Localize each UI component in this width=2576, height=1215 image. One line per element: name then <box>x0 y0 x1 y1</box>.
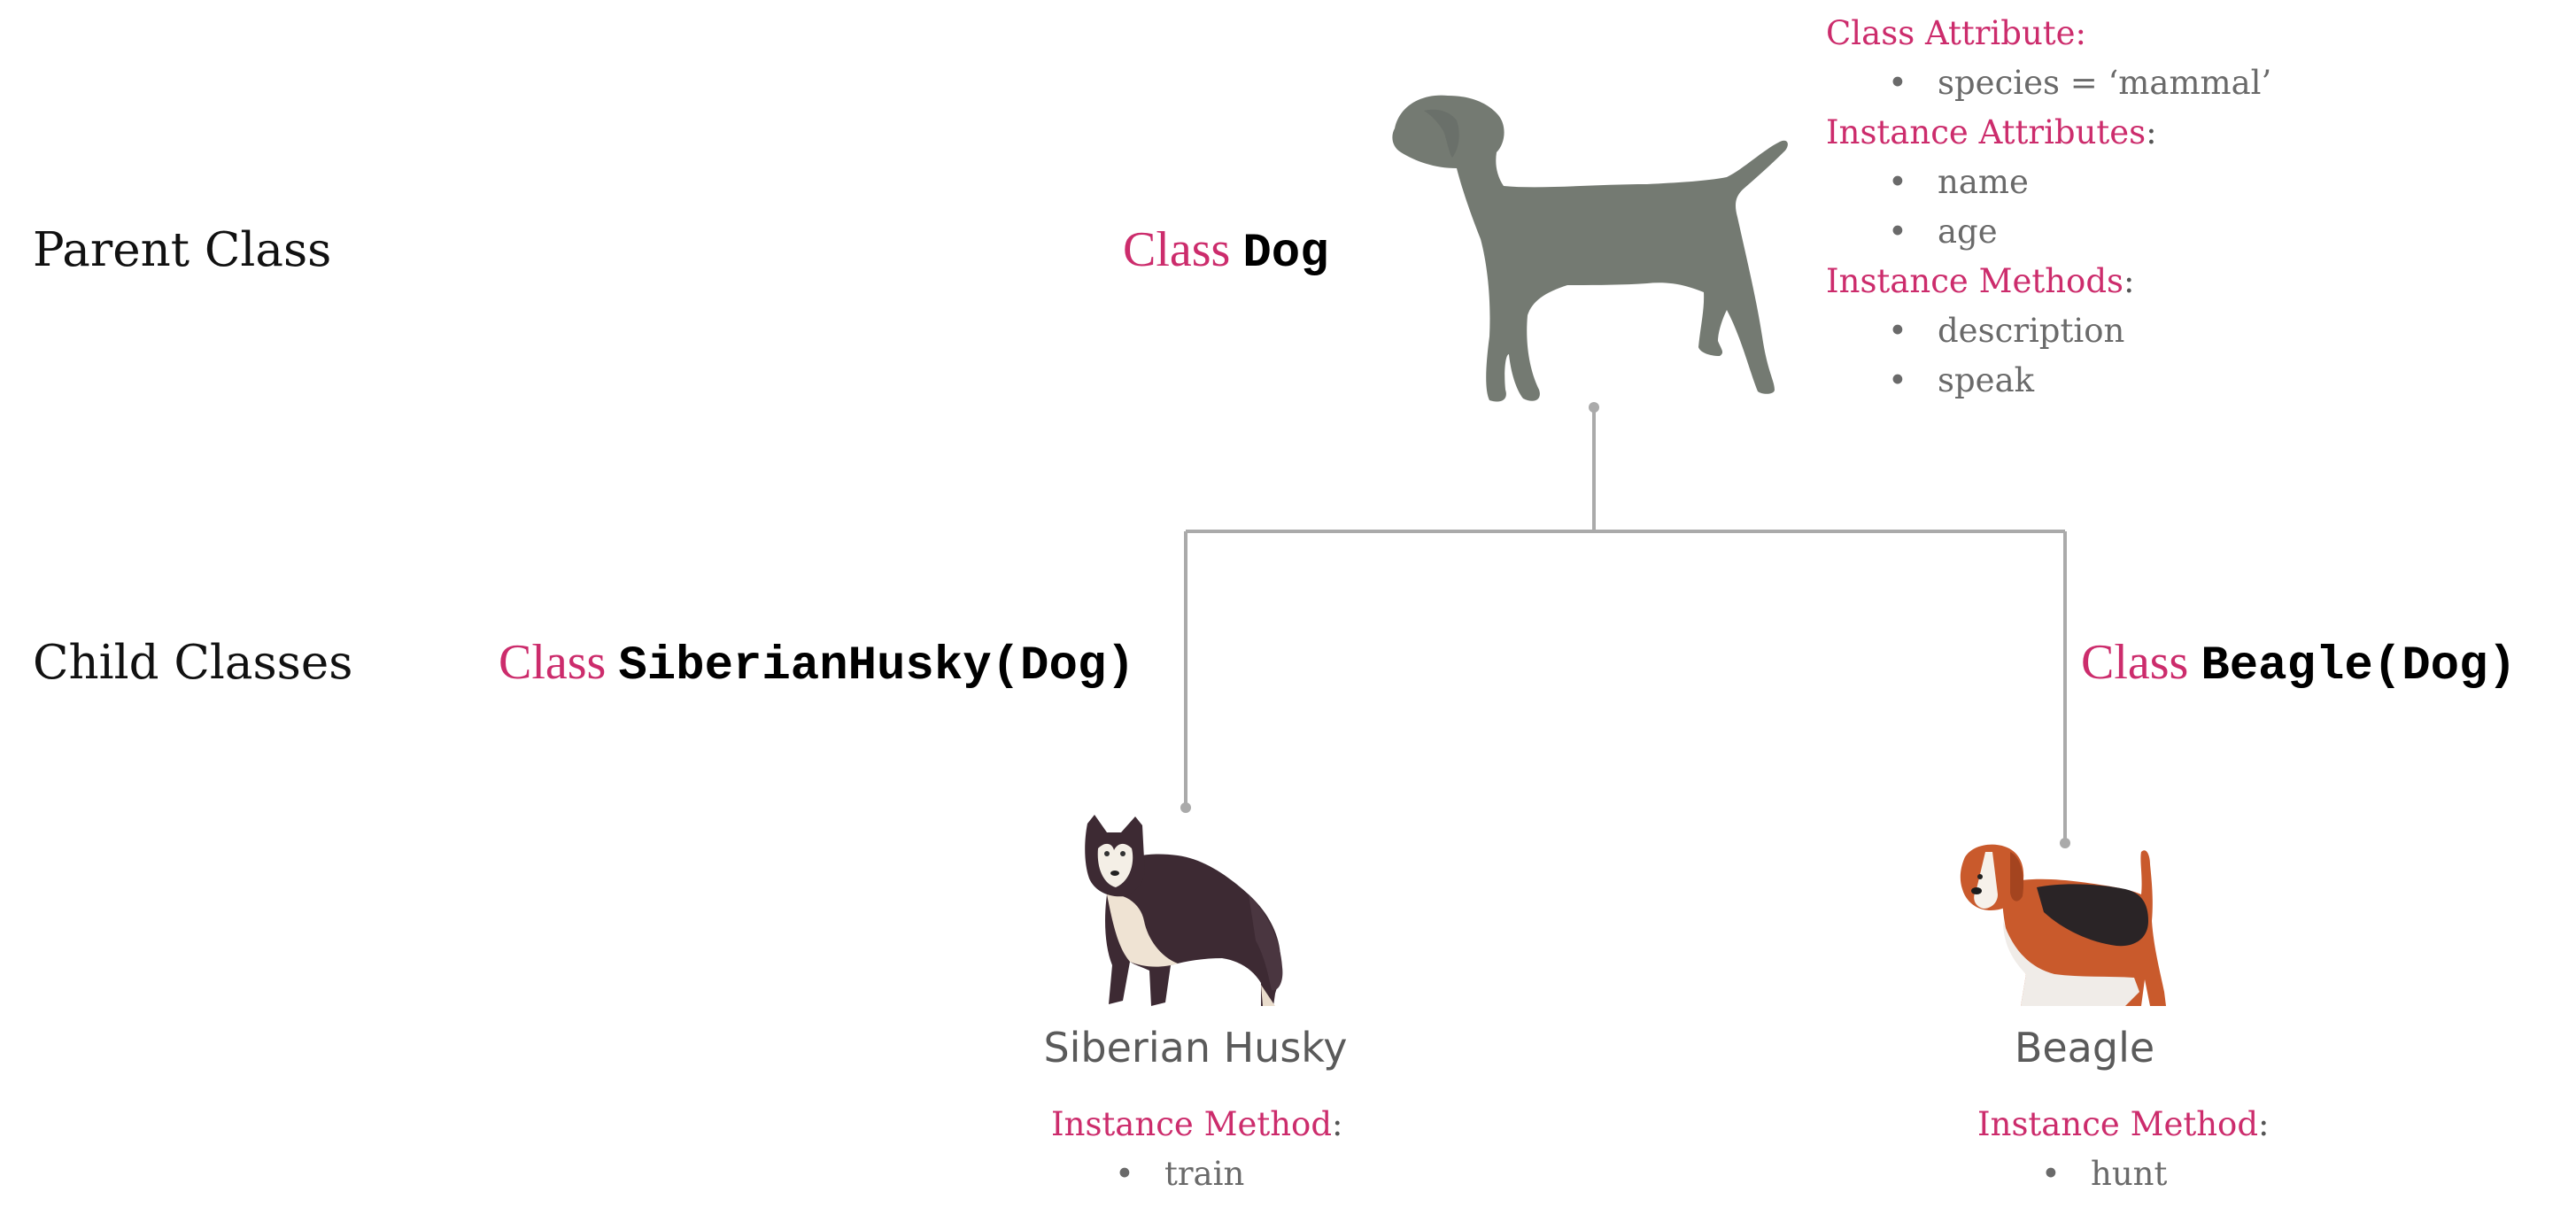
row-label-parent: Parent Class <box>33 223 332 277</box>
beagle-class-title: Class Beagle(Dog) <box>2081 634 2517 693</box>
connector-node-husky <box>1180 802 1191 813</box>
beagle-method-panel: Instance Method: •hunt <box>1977 1105 2269 1204</box>
parent-class-title: Class Dog <box>1123 221 1329 281</box>
class-name: Beagle(Dog) <box>2201 639 2517 693</box>
class-keyword: Class <box>2081 635 2189 690</box>
connector-node-beagle <box>2060 838 2070 848</box>
husky-class-title: Class SiberianHusky(Dog) <box>499 634 1135 693</box>
parent-attribute-panel: Class Attribute: •species = ‘mammal’ Ins… <box>1826 14 2271 411</box>
husky-method-panel: Instance Method: •train <box>1051 1105 1342 1204</box>
row-label-child: Child Classes <box>33 636 353 690</box>
husky-breed-name: Siberian Husky <box>1043 1024 1348 1072</box>
inheritance-connector <box>1184 407 2067 843</box>
list-item: •age <box>1888 213 1998 251</box>
instance-method-heading: Instance Method: <box>1051 1105 1343 1143</box>
connector-node-parent <box>1589 402 1599 413</box>
instance-attributes-heading: Instance Attributes: <box>1826 113 2157 151</box>
siberian-husky-icon <box>1085 815 1283 1006</box>
class-keyword: Class <box>499 635 607 690</box>
list-item: •hunt <box>2041 1155 2168 1193</box>
list-item: •train <box>1115 1155 1245 1193</box>
dog-silhouette-icon <box>1392 95 1788 402</box>
instance-methods-heading: Instance Methods: <box>1826 262 2135 300</box>
beagle-icon <box>1960 844 2166 1006</box>
class-attribute-heading: Class Attribute: <box>1826 14 2087 52</box>
class-name: SiberianHusky(Dog) <box>618 639 1135 693</box>
list-item: •name <box>1888 163 2029 201</box>
beagle-breed-name: Beagle <box>2014 1024 2155 1072</box>
list-item: •speak <box>1888 361 2035 399</box>
list-item: •description <box>1888 312 2125 350</box>
instance-method-heading: Instance Method: <box>1977 1105 2270 1143</box>
class-name: Dog <box>1242 227 1329 281</box>
class-keyword: Class <box>1123 222 1231 277</box>
list-item: •species = ‘mammal’ <box>1888 64 2272 102</box>
